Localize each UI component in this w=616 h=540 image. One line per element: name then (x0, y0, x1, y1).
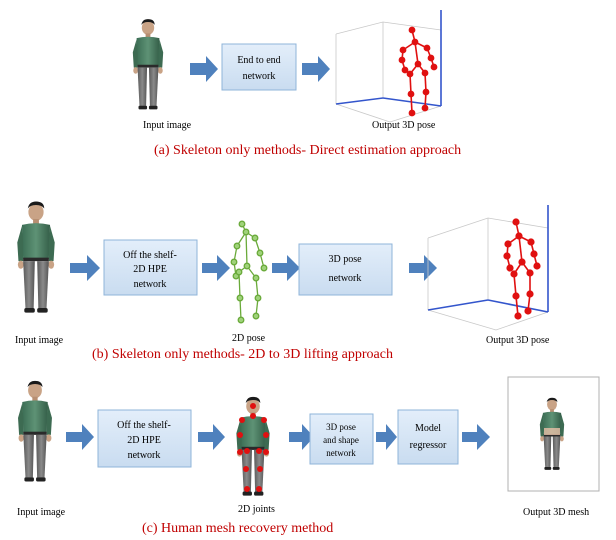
arrow-icon (409, 255, 437, 281)
box-label-line: End to end (237, 55, 280, 66)
arrow-icon (198, 424, 225, 450)
box-label-line: network (134, 279, 167, 290)
box-label-line: 3D pose (326, 422, 356, 432)
box-label-line: network (243, 71, 276, 82)
model-regressor-box (397, 409, 459, 465)
output-3d-pose-label-b: Output 3D pose (486, 335, 550, 346)
box-label-line: network (329, 273, 362, 284)
input-image-label-c: Input image (17, 507, 66, 518)
box-label-line: Off the shelf- (123, 250, 177, 261)
panel-a: Input image End to end network (132, 10, 461, 158)
caption-c: (c) Human mesh recovery method (142, 521, 333, 536)
arrow-icon (462, 424, 490, 450)
arrow-icon (66, 424, 94, 450)
panel-c: Input image Off the shelf- 2D HPE networ… (17, 376, 600, 536)
box-label-line: 3D pose (328, 254, 362, 265)
3d-pose-shape-network-box (309, 413, 374, 465)
3d-pose-network-box-b (298, 243, 393, 296)
input-image-person-c (18, 380, 52, 482)
input-image-person-b (17, 201, 55, 313)
skeleton-2d-pose-b (230, 220, 268, 324)
box-label-line: Off the shelf- (117, 420, 171, 431)
caption-b: (b) Skeleton only methods- 2D to 3D lift… (92, 347, 393, 362)
arrow-icon (376, 424, 397, 450)
output-3d-mesh-label: Output 3D mesh (523, 507, 589, 518)
end-to-end-network-box (221, 43, 297, 91)
box-label-line: Model (415, 423, 441, 434)
box-label-line: and shape (323, 435, 359, 445)
axis-line (487, 299, 549, 313)
2d-joints-label: 2D joints (238, 504, 275, 515)
input-image-person-a (132, 19, 164, 110)
arrow-icon (302, 56, 330, 82)
2d-pose-label: 2D pose (232, 333, 266, 344)
arrow-icon (202, 255, 230, 281)
axis-line (335, 97, 384, 105)
arrow-icon (190, 56, 218, 82)
axis-line (427, 299, 489, 311)
arrow-icon (272, 255, 300, 281)
2d-joints-person (236, 396, 270, 496)
caption-a: (a) Skeleton only methods- Direct estima… (154, 143, 461, 158)
2d-hpe-network-box-b (103, 239, 198, 296)
skeleton-3d-a (398, 26, 438, 117)
skeleton-3d-b (503, 218, 541, 320)
box-label-line: 2D HPE (133, 264, 167, 275)
arrow-icon (70, 255, 100, 281)
input-image-label-b: Input image (15, 335, 64, 346)
box-label-line: 2D HPE (127, 435, 161, 446)
mesh-skin-patch (544, 428, 560, 435)
output-3d-pose-label-a: Output 3D pose (372, 120, 436, 131)
box-label-line: regressor (410, 440, 447, 451)
box-label-line: network (326, 448, 356, 458)
arrow-icon (289, 424, 314, 450)
box-label-line: network (128, 450, 161, 461)
input-image-label-a: Input image (143, 120, 192, 131)
2d-joints-markers (237, 403, 269, 492)
panel-b: Input image Off the shelf- 2D HPE networ… (15, 201, 550, 362)
2d-hpe-network-box-c (97, 409, 192, 468)
